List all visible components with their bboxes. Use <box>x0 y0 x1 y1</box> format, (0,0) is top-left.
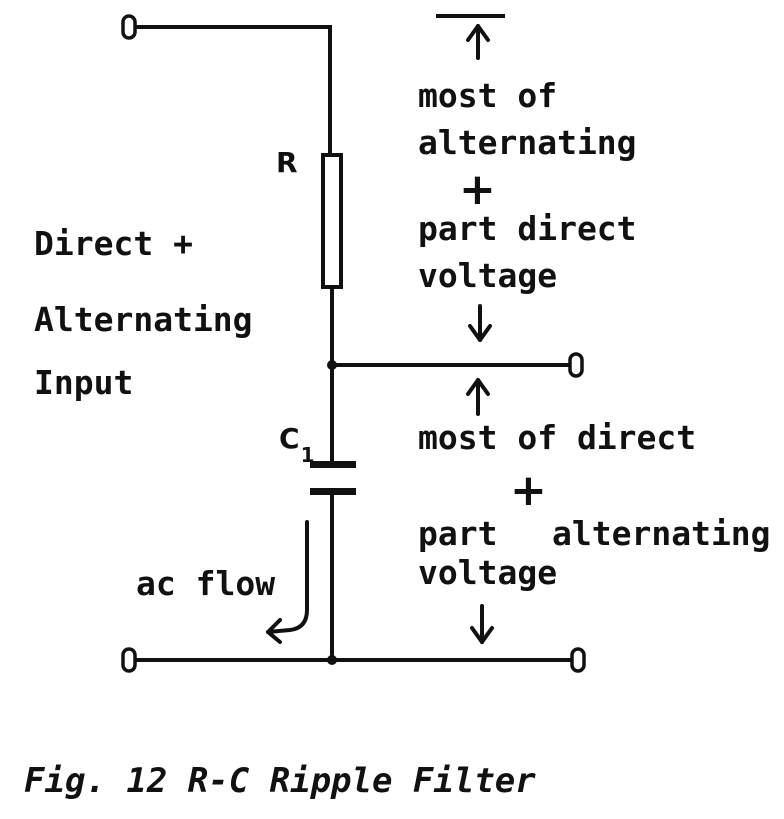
down-arrow-top <box>468 304 492 342</box>
input-bottom-terminal <box>121 647 137 673</box>
ac-flow-arrow <box>266 520 309 644</box>
resistor-r <box>321 153 343 289</box>
bottom-output-line2b: alternating <box>552 514 771 553</box>
capacitor-top-plate <box>310 461 356 468</box>
ac-flow-label: ac flow <box>136 564 275 603</box>
circuit-wiring <box>133 14 578 662</box>
top-output-plus: + <box>459 164 496 215</box>
middle-junction-dot <box>327 360 337 370</box>
down-arrow-bottom <box>470 604 494 644</box>
capacitor-bottom-plate <box>310 488 356 495</box>
input-label-line3: Input <box>34 363 133 402</box>
bottom-output-plus: + <box>510 465 547 516</box>
bottom-output-line1: most of direct <box>418 418 696 457</box>
bottom-output-line3: voltage <box>418 553 557 592</box>
capacitor-label: C1 <box>279 422 314 467</box>
top-input-wire <box>133 25 332 157</box>
input-label-line2: Alternating <box>34 300 253 339</box>
bottom-output-line2: part <box>418 514 497 553</box>
top-output-line1: most of <box>418 76 557 115</box>
figure-caption: Fig. 12 R-C Ripple Filter <box>24 761 536 801</box>
input-top-terminal <box>121 14 137 40</box>
output-middle-terminal <box>568 352 584 378</box>
ground-junction-dot <box>327 655 337 665</box>
top-output-line3: part direct <box>418 209 637 248</box>
up-arrow-top <box>466 24 490 60</box>
top-output-line4: voltage <box>418 256 557 295</box>
output-bottom-terminal <box>570 647 586 673</box>
resistor-label: R <box>276 146 298 179</box>
up-arrow-bottom <box>466 378 490 416</box>
top-output-line2: alternating <box>418 123 637 162</box>
input-label-line1: Direct + <box>34 224 193 263</box>
